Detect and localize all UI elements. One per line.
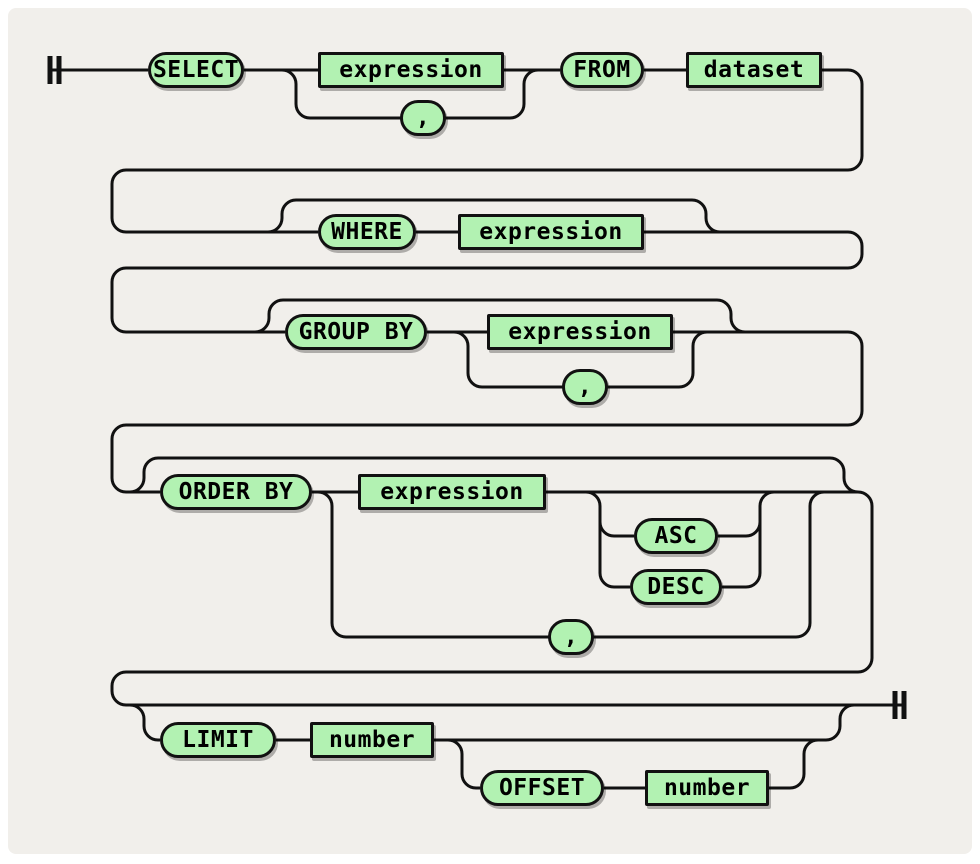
rail-wrap1 [110, 68, 864, 234]
node-number-offset: number [645, 770, 769, 806]
node-group-by: GROUP BY [285, 314, 427, 350]
node-where: WHERE [318, 214, 416, 250]
diagram-canvas [8, 8, 972, 854]
node-desc: DESC [630, 569, 722, 605]
rail-wrap2 [110, 230, 864, 334]
rail-wrap3 [110, 330, 864, 494]
node-expression-where: expression [458, 214, 644, 250]
node-offset: OFFSET [480, 770, 604, 806]
node-comma-order-by: , [548, 619, 594, 655]
node-asc: ASC [634, 518, 718, 554]
node-comma-group-by: , [562, 369, 608, 405]
node-number-limit: number [310, 722, 434, 758]
node-limit: LIMIT [160, 722, 276, 758]
rail-row5-main [434, 703, 855, 742]
rail-row3-skip [254, 298, 746, 334]
rail-row4-skip [129, 456, 859, 494]
node-order-by: ORDER BY [160, 474, 312, 510]
node-expression-select: expression [318, 52, 504, 88]
node-expression-order-by: expression [358, 474, 546, 510]
node-from: FROM [560, 52, 644, 88]
rail-row5-offset-branch [447, 738, 819, 790]
rail-wrap4 [110, 490, 904, 707]
rail-row2-skip [267, 198, 721, 234]
node-expression-group-by: expression [487, 314, 673, 350]
rail-row4-desc-branch [585, 490, 775, 589]
node-select: SELECT [148, 52, 244, 88]
end-marker [892, 691, 907, 719]
rail-row5-limit-branch [129, 703, 310, 742]
rail-row4-comma-loop [317, 490, 825, 639]
node-comma-select: , [400, 100, 446, 136]
node-dataset: dataset [686, 52, 822, 88]
